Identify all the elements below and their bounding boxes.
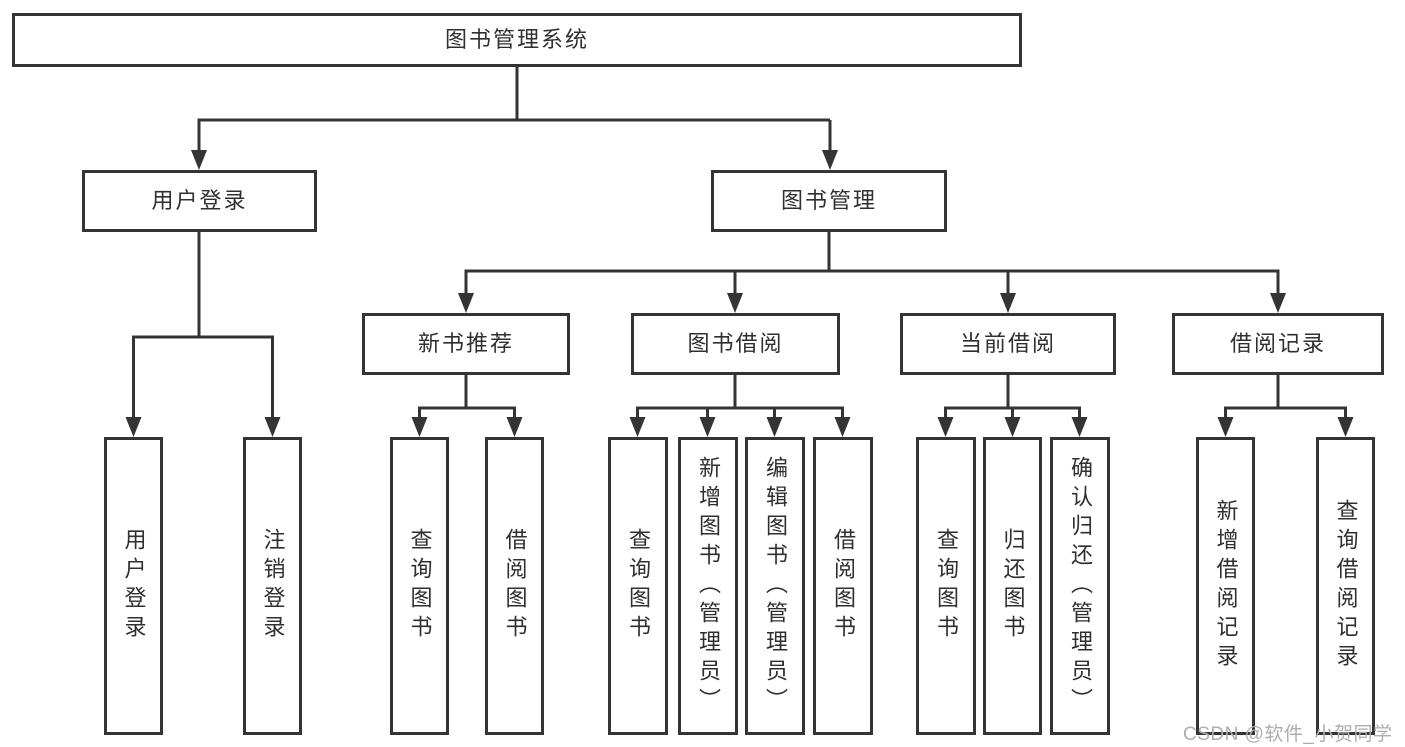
leaf-borrow-books-recommend: 借阅图书 <box>485 437 544 735</box>
node-root-library-management-system: 图书管理系统 <box>12 13 1022 67</box>
leaf-return-books: 归还图书 <box>983 437 1042 735</box>
node-new-book-recommend: 新书推荐 <box>362 313 570 375</box>
leaf-query-books-borrow: 查询图书 <box>608 437 668 735</box>
csdn-watermark: CSDN @软件_小贺同学 <box>1183 724 1393 745</box>
leaf-logout: 注销登录 <box>243 437 302 735</box>
leaf-user-login: 用户登录 <box>104 437 163 735</box>
leaf-add-borrow-record: 新增借阅记录 <box>1196 437 1255 735</box>
leaf-add-books-admin: 新增图书（管理员） <box>678 437 738 735</box>
leaf-edit-books-admin: 编辑图书（管理员） <box>745 437 805 735</box>
leaf-query-books-current: 查询图书 <box>916 437 976 735</box>
node-book-management: 图书管理 <box>711 170 947 232</box>
leaf-confirm-return-admin: 确认归还（管理员） <box>1050 437 1110 735</box>
node-book-borrow: 图书借阅 <box>631 313 840 375</box>
node-user-login: 用户登录 <box>82 170 317 232</box>
node-current-borrow: 当前借阅 <box>900 313 1116 375</box>
leaf-query-borrow-record: 查询借阅记录 <box>1316 437 1375 735</box>
node-borrow-records: 借阅记录 <box>1172 313 1384 375</box>
leaf-query-books-recommend: 查询图书 <box>390 437 449 735</box>
leaf-borrow-books: 借阅图书 <box>813 437 873 735</box>
